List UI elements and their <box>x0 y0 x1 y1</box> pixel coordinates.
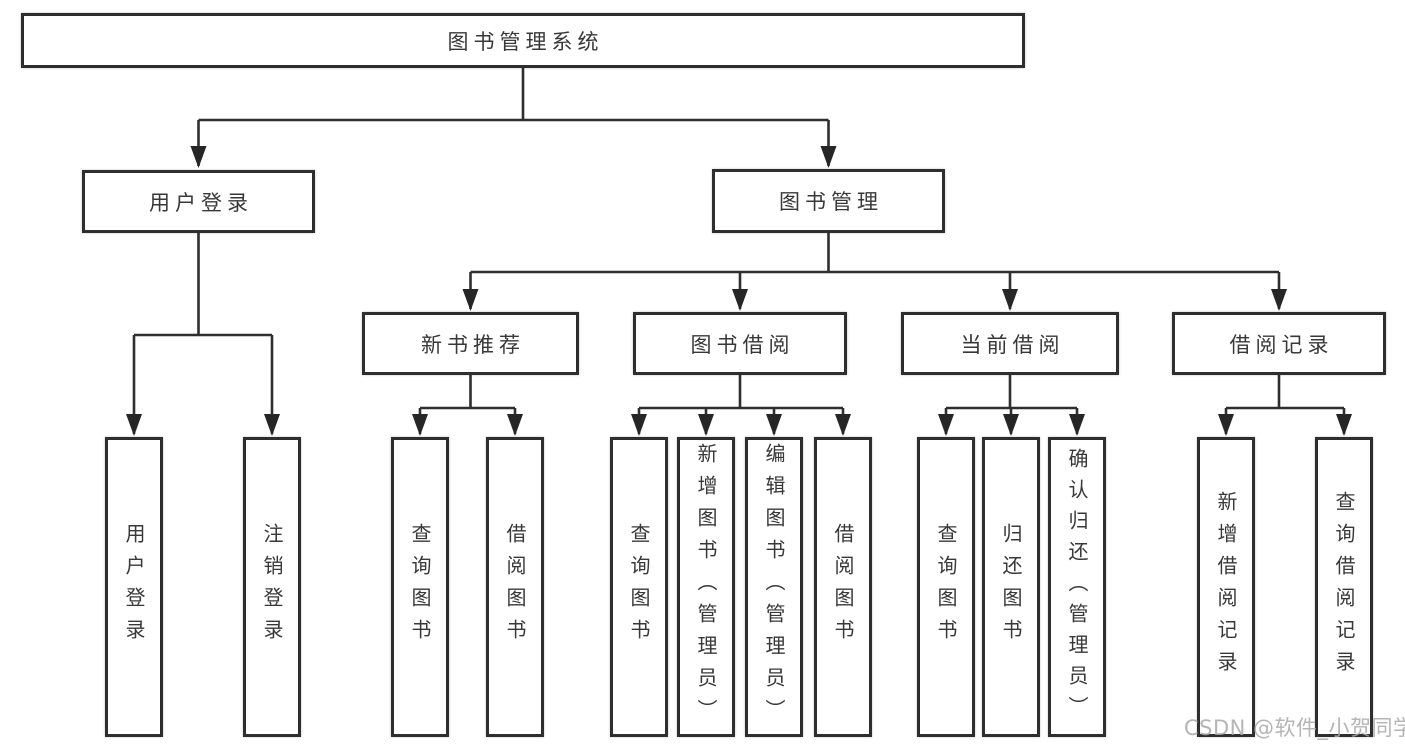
leaf-edit-book-admin: 编辑图书（管理员） <box>745 437 803 737</box>
leaf-query-books-recommend: 查询图书 <box>391 437 449 737</box>
leaf-label: 查询借阅记录 <box>1332 491 1356 683</box>
node-book-management: 图书管理 <box>712 169 945 233</box>
node-borrow-records: 借阅记录 <box>1172 312 1386 375</box>
leaf-label: 编辑图书（管理员） <box>762 443 786 731</box>
leaf-label: 确认归还（管理员） <box>1065 447 1089 727</box>
leaf-logout: 注销登录 <box>243 437 301 737</box>
node-library-management-system: 图书管理系统 <box>21 13 1025 68</box>
leaf-borrow-books-recommend: 借阅图书 <box>486 437 544 737</box>
node-book-borrowing: 图书借阅 <box>633 312 847 375</box>
node-label: 借阅记录 <box>1229 332 1334 357</box>
leaf-label: 查询图书 <box>934 523 958 651</box>
leaf-label: 借阅图书 <box>831 523 855 651</box>
leaf-query-books-borrowing: 查询图书 <box>610 437 668 737</box>
leaf-label: 查询图书 <box>408 523 432 651</box>
leaf-confirm-return-admin: 确认归还（管理员） <box>1048 437 1106 737</box>
csdn-watermark: CSDN @软件_小贺同学 <box>1184 716 1405 740</box>
leaf-return-books: 归还图书 <box>982 437 1040 737</box>
leaf-user-login: 用户登录 <box>105 437 163 737</box>
leaf-label: 查询图书 <box>627 523 651 651</box>
leaf-label: 新增借阅记录 <box>1214 491 1238 683</box>
node-user-login: 用户登录 <box>82 170 315 233</box>
leaf-add-book-admin: 新增图书（管理员） <box>677 437 735 737</box>
leaf-label: 新增图书（管理员） <box>694 443 718 731</box>
node-new-book-recommendation: 新书推荐 <box>362 312 579 375</box>
node-label: 图书管理系统 <box>447 29 604 54</box>
node-label: 用户登录 <box>149 190 253 215</box>
node-label: 图书管理 <box>779 190 883 214</box>
node-label: 当前借阅 <box>960 332 1065 357</box>
node-current-borrowing: 当前借阅 <box>901 312 1119 375</box>
leaf-borrow-books-borrowing: 借阅图书 <box>814 437 872 737</box>
leaf-label: 归还图书 <box>999 523 1023 651</box>
node-label: 新书推荐 <box>421 332 525 357</box>
node-label: 图书借阅 <box>690 332 795 357</box>
leaf-label: 借阅图书 <box>503 523 527 651</box>
leaf-query-borrow-record: 查询借阅记录 <box>1315 437 1373 737</box>
leaf-label: 注销登录 <box>260 523 284 651</box>
leaf-add-borrow-record: 新增借阅记录 <box>1197 437 1255 737</box>
leaf-query-books-current: 查询图书 <box>917 437 975 737</box>
leaf-label: 用户登录 <box>122 523 146 651</box>
